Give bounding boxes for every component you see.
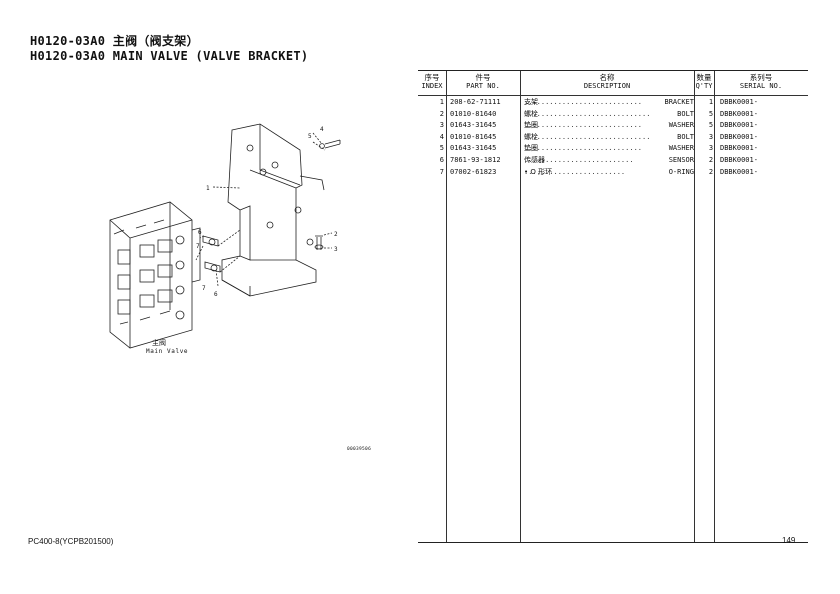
cell-part-no: 07002-61823 bbox=[450, 167, 497, 176]
drawing-caption-english: Main Valve bbox=[146, 348, 189, 355]
cell-index: 7 bbox=[439, 167, 444, 176]
cell-index: 2 bbox=[439, 109, 444, 118]
header-divider bbox=[418, 95, 808, 96]
header-quantity: 数量 Q'TY bbox=[695, 73, 713, 90]
callout-7b: 7 bbox=[202, 285, 206, 292]
cell-quantity: 5 bbox=[708, 121, 714, 130]
table-row: 2 01010-81640 螺栓........................… bbox=[418, 109, 808, 121]
title-line-english: H0120-03A0 MAIN VALVE (VALVE BRACKET) bbox=[30, 49, 309, 63]
drawing-svg: 1 2 3 4 5 6 7 6 7 bbox=[109, 123, 341, 349]
cell-index: 1 bbox=[439, 98, 444, 106]
col-divider bbox=[520, 71, 521, 542]
callout-6a: 6 bbox=[198, 229, 202, 236]
cell-serial: DBBK0001- bbox=[720, 155, 758, 164]
callout-3: 3 bbox=[334, 246, 338, 253]
title-line-chinese: H0120-03A0 主阀（阀支架） bbox=[30, 34, 199, 48]
cell-serial: DBBK0001- bbox=[720, 121, 758, 130]
cell-quantity: 2 bbox=[708, 167, 714, 176]
cell-serial: DBBK0001- bbox=[720, 109, 758, 118]
fastener-illustrations bbox=[202, 139, 341, 273]
table-row: 7 07002-61823 • O 形环....................… bbox=[418, 167, 808, 179]
callout-2: 2 bbox=[334, 231, 338, 238]
callout-1: 1 bbox=[206, 185, 210, 192]
callout-7a: 7 bbox=[196, 243, 200, 250]
main-valve-illustration bbox=[109, 201, 201, 349]
table-row: 5 01643-31645 垫圈........................… bbox=[418, 143, 808, 155]
cell-index: 4 bbox=[439, 132, 444, 141]
cell-part-no: 7861-93-1812 bbox=[450, 155, 501, 164]
cell-part-no: 01010-81645 bbox=[450, 132, 497, 141]
cell-serial: DBBK0001- bbox=[720, 132, 758, 141]
callout-6b: 6 bbox=[214, 291, 218, 298]
drawing-caption-chinese: 主阀 bbox=[152, 339, 166, 347]
header-serial-no: 系列号 SERIAL NO. bbox=[739, 73, 783, 90]
cell-part-no: 208-62-71111 bbox=[450, 98, 501, 106]
header-part-no: 件号 PART NO. bbox=[466, 73, 500, 90]
page-title: H0120-03A0 主阀（阀支架） H0120-03A0 MAIN VALVE… bbox=[30, 34, 308, 64]
cell-part-no: 01643-31645 bbox=[450, 144, 497, 153]
exploded-parts-drawing: 1 2 3 4 5 6 7 6 7 bbox=[100, 110, 400, 470]
table-row: 3 01643-31645 垫圈........................… bbox=[418, 120, 808, 132]
header-index: 序号 INDEX bbox=[421, 73, 443, 90]
cell-quantity: 3 bbox=[708, 132, 714, 141]
cell-index: 6 bbox=[439, 155, 444, 164]
page-number: 149 bbox=[782, 536, 796, 545]
parts-rows: 1 208-62-71111 支架.......................… bbox=[418, 97, 808, 178]
bracket-illustration bbox=[221, 123, 325, 297]
drawing-number: 00039506 bbox=[347, 447, 372, 452]
callout-leaders bbox=[195, 132, 333, 287]
cell-serial: DBBK0001- bbox=[720, 167, 758, 176]
parts-list-table: 序号 INDEX 件号 PART NO. 名称 DESCRIPTION 数量 Q… bbox=[418, 70, 808, 543]
table-row: 1 208-62-71111 支架.......................… bbox=[418, 97, 808, 109]
table-row: 4 01010-81645 螺栓........................… bbox=[418, 132, 808, 144]
col-divider bbox=[446, 71, 447, 542]
cell-index: 5 bbox=[439, 144, 444, 153]
cell-part-no: 01010-81640 bbox=[450, 109, 497, 118]
col-divider bbox=[714, 71, 715, 542]
header-description: 名称 DESCRIPTION bbox=[583, 73, 631, 90]
cell-part-no: 01643-31645 bbox=[450, 121, 497, 130]
callout-5: 5 bbox=[308, 133, 312, 140]
cell-index: 3 bbox=[439, 121, 444, 130]
callout-4: 4 bbox=[320, 126, 324, 133]
cell-quantity: 1 bbox=[708, 98, 714, 106]
cell-quantity: 5 bbox=[708, 109, 714, 118]
cell-quantity: 3 bbox=[708, 144, 714, 153]
table-row: 6 7861-93-1812 传感器......................… bbox=[418, 155, 808, 167]
cell-serial: DBBK0001- bbox=[720, 98, 758, 106]
footer-model-number: PC400-8(YCPB201500) bbox=[28, 537, 114, 546]
cell-serial: DBBK0001- bbox=[720, 144, 758, 153]
col-divider bbox=[694, 71, 695, 542]
cell-quantity: 2 bbox=[708, 155, 714, 164]
